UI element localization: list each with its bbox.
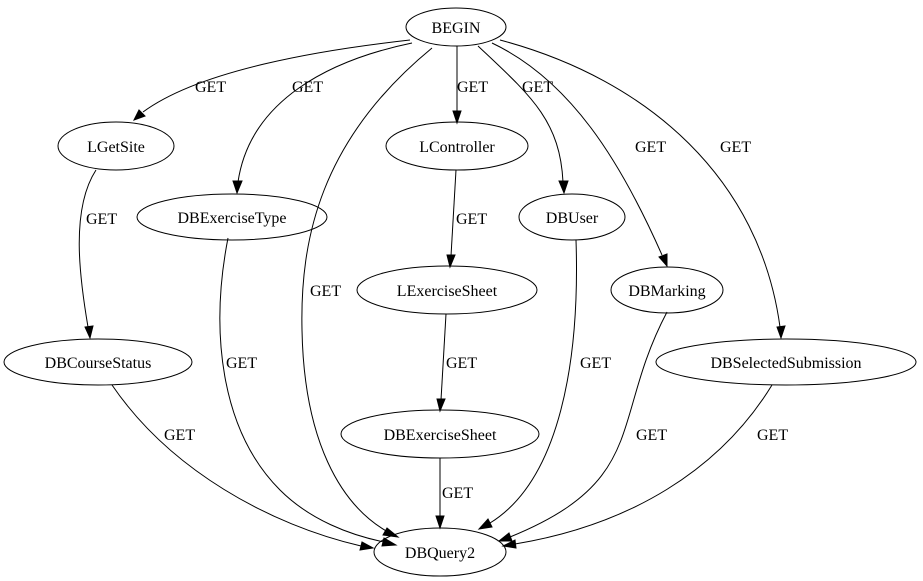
node-dbquery2: DBQuery2 <box>373 527 507 577</box>
edge-line <box>509 311 668 538</box>
edge-begin-lcontroller: GET <box>452 46 488 125</box>
edge-label: GET <box>164 427 195 444</box>
edge-begin-dbexercisetype: GET <box>232 42 413 195</box>
node-dbexercisetype: DBExerciseType <box>136 193 328 241</box>
edge-label: GET <box>226 355 257 372</box>
node-label: DBSelectedSubmission <box>710 355 861 372</box>
edge-label: GET <box>292 79 323 96</box>
node-label: DBExerciseSheet <box>384 427 497 444</box>
edge-label: GET <box>522 79 553 96</box>
edge-line <box>477 45 564 183</box>
edge-line <box>237 42 413 183</box>
edge-label: GET <box>720 139 751 156</box>
arrowhead <box>452 110 462 125</box>
edge-line <box>142 39 411 113</box>
edge-begin-lgetsite: GET <box>132 39 411 121</box>
arrowhead <box>232 180 243 195</box>
arrowhead <box>501 539 517 549</box>
node-begin: BEGIN <box>405 7 507 47</box>
edge-label: GET <box>636 427 667 444</box>
edge-dbexercisetype-dbquery2: GET <box>219 237 398 547</box>
edge-label: GET <box>446 355 477 372</box>
node-label: DBQuery2 <box>405 545 475 562</box>
node-lexercisesheet: LExerciseSheet <box>356 265 538 315</box>
arrowhead <box>381 537 398 547</box>
node-dbselectedsubmission: DBSelectedSubmission <box>655 338 917 386</box>
node-label: DBMarking <box>628 283 705 300</box>
node-label: DBCourseStatus <box>45 355 152 372</box>
edge-lcontroller-lexercisesheet: GET <box>446 169 487 269</box>
node-label: DBExerciseType <box>177 210 286 227</box>
edge-begin-dbmarking: GET <box>491 42 668 268</box>
edge-dbcoursestatus-dbquery2: GET <box>111 384 375 551</box>
edge-line <box>450 169 457 257</box>
arrowhead <box>497 532 513 542</box>
edge-label: GET <box>456 211 487 228</box>
edge-line <box>489 239 577 524</box>
edge-label: GET <box>310 283 341 300</box>
node-dbuser: DBUser <box>518 193 626 241</box>
node-label: LGetSite <box>87 139 145 156</box>
edge-label: GET <box>580 355 611 372</box>
node-label: LExerciseSheet <box>397 283 498 300</box>
edge-label: GET <box>442 485 473 502</box>
node-label: DBUser <box>546 210 599 227</box>
edge-line <box>219 237 385 543</box>
edge-line <box>301 47 433 533</box>
edge-line <box>78 169 97 328</box>
arrowhead <box>658 253 668 268</box>
node-label: LController <box>419 139 495 156</box>
edge-lexercisesheet-dbexercisesheet: GET <box>436 313 477 413</box>
edge-line <box>111 384 362 547</box>
arrowhead <box>477 518 493 530</box>
edge-lgetsite-dbcoursestatus: GET <box>78 169 117 340</box>
edge-label: GET <box>457 79 488 96</box>
edge-label: GET <box>757 427 788 444</box>
edge-begin-dbselectedsubmission: GET <box>499 39 786 340</box>
node-lgetsite: LGetSite <box>57 121 175 171</box>
edge-dbexercisesheet-dbquery2: GET <box>435 458 473 530</box>
arrowhead <box>132 109 146 121</box>
edge-dbuser-dbquery2: GET <box>477 239 611 530</box>
arrowhead <box>436 398 446 413</box>
edge-dbselectedsubmission-dbquery2: GET <box>501 384 788 549</box>
arrowhead <box>359 541 375 551</box>
edge-label: GET <box>635 139 666 156</box>
node-dbcoursestatus: DBCourseStatus <box>3 338 193 386</box>
edge-begin-dbquery2: GET <box>301 47 433 538</box>
node-lcontroller: LController <box>385 121 529 171</box>
node-dbmarking: DBMarking <box>610 266 724 314</box>
edge-label: GET <box>195 79 226 96</box>
arrowhead <box>558 180 569 195</box>
edge-line <box>499 39 781 328</box>
node-dbexercisesheet: DBExerciseSheet <box>340 409 540 459</box>
arrowhead <box>446 254 456 269</box>
arrowhead <box>435 515 445 530</box>
node-label: BEGIN <box>432 20 481 37</box>
edge-begin-dbuser: GET <box>477 45 569 195</box>
edge-line <box>440 313 447 401</box>
edge-dbmarking-dbquery2: GET <box>497 311 668 542</box>
edge-label: GET <box>86 211 117 228</box>
arrowhead <box>84 325 94 340</box>
arrowhead <box>776 325 786 340</box>
edge-line <box>491 42 663 256</box>
edge-line <box>514 384 773 545</box>
